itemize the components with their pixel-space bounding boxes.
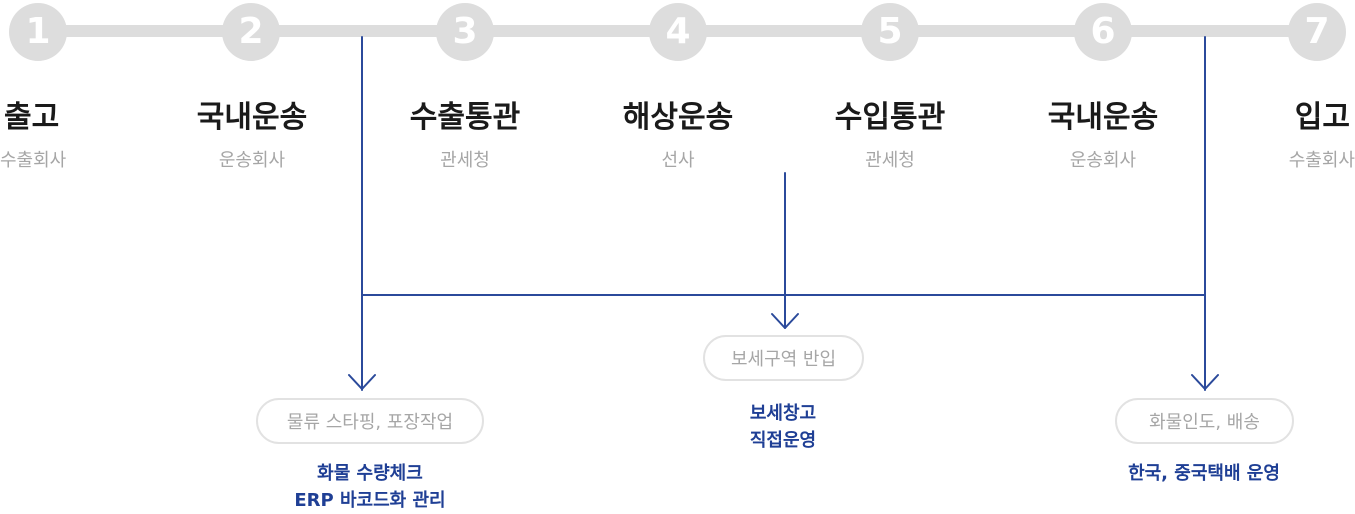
step-4-subtitle: 선사 — [661, 150, 695, 171]
service-label-bonded-area: 보세구역 반입 — [703, 335, 864, 381]
step-1-subtitle: 수출회사 — [0, 150, 67, 171]
step-5-title: 수입통관 — [834, 100, 946, 135]
step-2-number: 2 — [222, 3, 280, 61]
step-1-title: 출고 — [4, 100, 60, 135]
service-note-stuffing: 화물 수량체크 ERP 바코드화 관리 — [240, 460, 500, 514]
service-note-delivery: 한국, 중국택배 운영 — [1074, 460, 1334, 487]
service-note-line: ERP 바코드화 관리 — [294, 490, 446, 511]
arrow-head-left — [348, 374, 376, 390]
step-7-title: 입고 — [1294, 100, 1350, 135]
service-note-line: 한국, 중국택배 운영 — [1128, 463, 1280, 484]
step-7-number: 7 — [1288, 3, 1346, 61]
arrow-head-center — [771, 313, 799, 329]
step-5-number: 5 — [861, 3, 919, 61]
step-3-number: 3 — [436, 3, 494, 61]
step-3-title: 수출통관 — [409, 100, 521, 135]
step-6-title: 국내운송 — [1047, 100, 1159, 135]
service-note-bonded-area: 보세창고 직접운영 — [653, 400, 913, 454]
step-6-number: 6 — [1074, 3, 1132, 61]
service-label-delivery: 화물인도, 배송 — [1115, 398, 1294, 444]
step-4-title: 해상운송 — [622, 100, 734, 135]
step-2-title: 국내운송 — [196, 100, 308, 135]
service-label-stuffing: 물류 스타핑, 포장작업 — [256, 398, 484, 444]
service-note-line: 직접운영 — [749, 430, 817, 451]
step-2-subtitle: 운송회사 — [218, 150, 286, 171]
step-6-subtitle: 운송회사 — [1069, 150, 1137, 171]
service-note-line: 화물 수량체크 — [317, 463, 423, 484]
service-note-line: 보세창고 — [749, 403, 817, 424]
step-4-number: 4 — [649, 3, 707, 61]
step-5-subtitle: 관세청 — [865, 150, 915, 171]
step-7-subtitle: 수출회사 — [1288, 150, 1355, 171]
arrow-head-right — [1191, 374, 1219, 390]
step-3-subtitle: 관세청 — [440, 150, 490, 171]
step-1-number: 1 — [9, 3, 67, 61]
